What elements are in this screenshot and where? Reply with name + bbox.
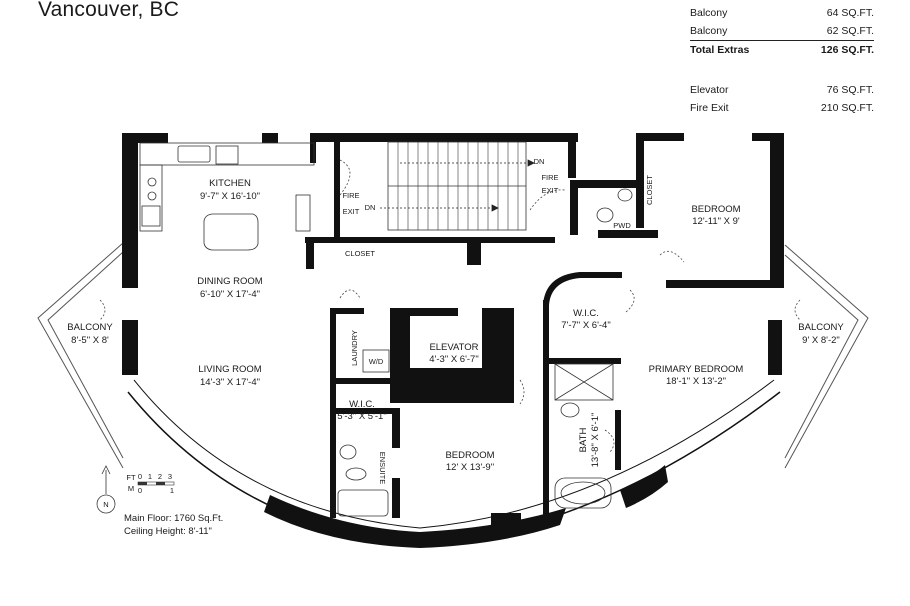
area-row-balcony-1: Balcony 64 SQ.FT. bbox=[690, 7, 874, 19]
fire-exit-left-1: FIRE bbox=[342, 191, 359, 200]
fire-exit-left-2: EXIT bbox=[343, 207, 360, 216]
scale-tick-2: 2 bbox=[158, 472, 162, 481]
main-floor-note: Main Floor: 1760 Sq.Ft. bbox=[124, 513, 224, 524]
elevator-label: ELEVATOR bbox=[429, 342, 478, 353]
scale-bar bbox=[137, 481, 175, 486]
stair-arrows bbox=[380, 159, 535, 212]
kitchen-label: KITCHEN bbox=[209, 178, 251, 189]
scale-m-label: M bbox=[128, 484, 134, 493]
area-row-elevator: Elevator 76 SQ.FT. bbox=[690, 84, 874, 96]
scale-m-tick-1: 1 bbox=[170, 486, 174, 495]
dn-label-2: DN bbox=[365, 203, 376, 212]
area-row-balcony-2: Balcony 62 SQ.FT. bbox=[690, 22, 874, 41]
ceiling-height-note: Ceiling Height: 8'-11" bbox=[124, 526, 212, 537]
dining-label: DINING ROOM bbox=[197, 276, 263, 287]
elevator-dim: 4'-3" X 6'-7" bbox=[429, 354, 478, 365]
balcony-right-dim: 9' X 8'-2" bbox=[802, 335, 840, 346]
bedroom2-label: BEDROOM bbox=[445, 450, 494, 461]
dn-label-1: DN bbox=[534, 157, 545, 166]
balcony-right-label: BALCONY bbox=[798, 322, 844, 333]
fire-exit-right-2: EXIT bbox=[542, 186, 559, 195]
scale-tick-3: 3 bbox=[168, 472, 172, 481]
balcony-left-label: BALCONY bbox=[67, 322, 113, 333]
wic-primary-label: W.I.C. bbox=[573, 308, 599, 319]
bath-fixtures bbox=[337, 188, 633, 517]
north-label: N bbox=[103, 500, 108, 509]
scale-ft-label: FT bbox=[126, 473, 136, 482]
living-label: LIVING ROOM bbox=[198, 364, 261, 375]
wic-curve-wall bbox=[543, 272, 622, 306]
kitchen-dim: 9'-7" X 16'-10" bbox=[200, 191, 260, 202]
primary-bedroom-dim: 18'-1" X 13'-2" bbox=[666, 376, 726, 387]
closet-right-label: CLOSET bbox=[645, 175, 654, 205]
bedroom1-dim: 12'-11" X 9' bbox=[692, 216, 740, 227]
area-table: Balcony 64 SQ.FT. Balcony 62 SQ.FT. Tota… bbox=[690, 4, 874, 117]
balcony-left-outline bbox=[37, 242, 124, 469]
staircase bbox=[387, 141, 527, 231]
south-wall-curve-inner bbox=[133, 379, 775, 529]
bedroom1-label: BEDROOM bbox=[691, 204, 740, 215]
area-row-total-extras: Total Extras 126 SQ.FT. bbox=[690, 44, 874, 56]
kitchen-counters bbox=[139, 142, 315, 251]
wic-primary-dim: 7'-7" X 6'-4" bbox=[561, 320, 610, 331]
north-arrow-icon bbox=[96, 465, 116, 514]
primary-bedroom-label: PRIMARY BEDROOM bbox=[649, 364, 744, 375]
bath-dim: 13'-8" X 6'-1" bbox=[590, 413, 601, 468]
south-wall-solid bbox=[264, 495, 566, 548]
laundry-label: LAUNDRY bbox=[350, 330, 359, 366]
wd-label: W/D bbox=[369, 357, 384, 366]
south-wall-solid-right bbox=[620, 465, 668, 508]
exterior-walls bbox=[122, 133, 784, 527]
bath-label: BATH bbox=[578, 428, 589, 453]
scale-tick-1: 1 bbox=[148, 472, 152, 481]
wic-small-label: W.I.C. bbox=[349, 399, 375, 410]
scale-m-tick-0: 0 bbox=[138, 486, 142, 495]
ensuite-label: ENSUITE bbox=[378, 452, 387, 485]
area-row-fire-exit: Fire Exit 210 SQ.FT. bbox=[690, 102, 874, 114]
pwd-label: PWD bbox=[613, 221, 631, 230]
bedroom2-dim: 12' X 13'-9" bbox=[446, 462, 494, 473]
closet-mid-label: CLOSET bbox=[345, 249, 375, 258]
balcony-right-outline bbox=[784, 244, 869, 469]
page-title: Vancouver, BC bbox=[38, 0, 180, 21]
living-dim: 14'-3" X 17'-4" bbox=[200, 377, 260, 388]
balcony-left-dim: 8'-5" X 8' bbox=[71, 335, 109, 346]
wic-small-dim: 5'-3" X 5'-1" bbox=[337, 411, 386, 422]
door-swings bbox=[99, 159, 801, 453]
dining-dim: 6'-10" X 17'-4" bbox=[200, 289, 260, 300]
scale-tick-0: 0 bbox=[138, 472, 142, 481]
fire-exit-right-1: FIRE bbox=[541, 173, 558, 182]
